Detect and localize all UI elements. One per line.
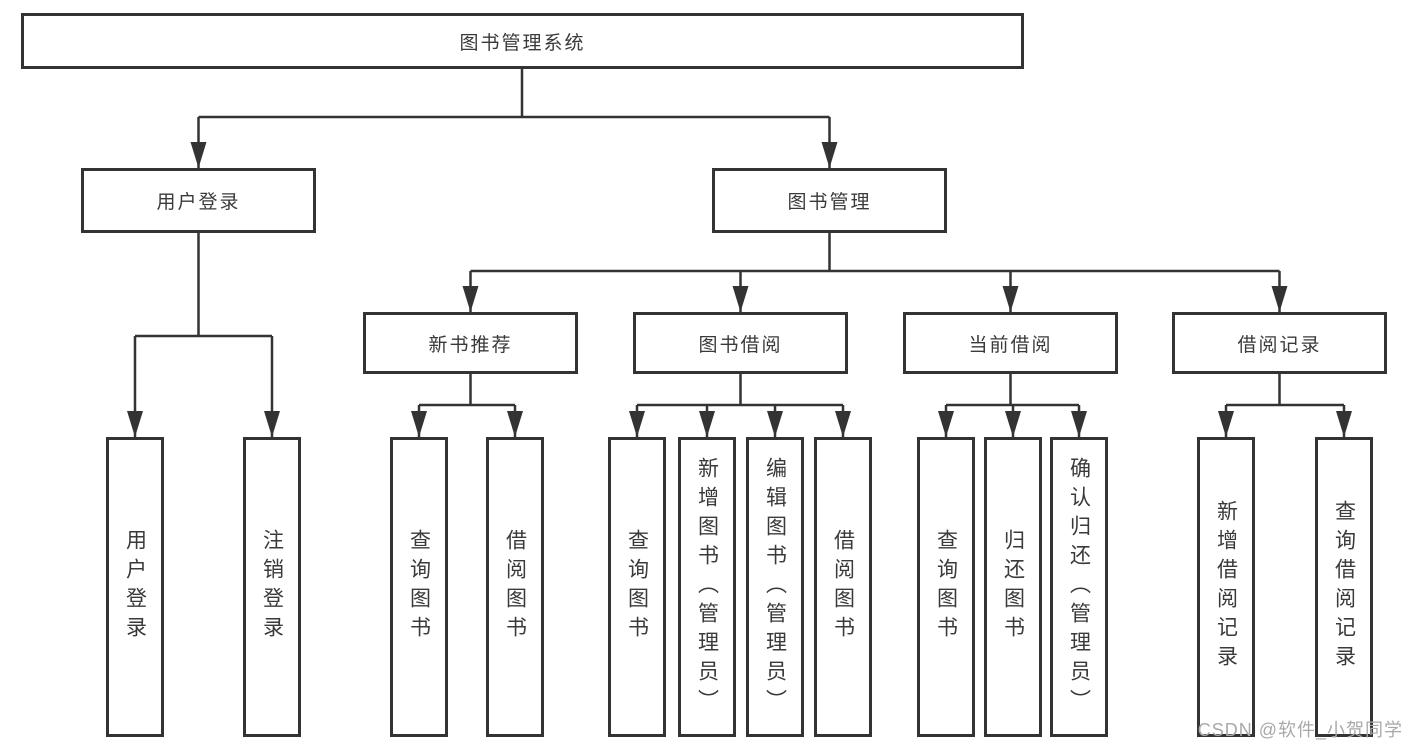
leaf-borrow-add-books-admin: 新增图书（管理员） <box>678 437 736 737</box>
leaf-records-query-borrow-record: 查询借阅记录 <box>1315 437 1373 737</box>
leaf-borrow-query-books: 查询图书 <box>608 437 666 737</box>
leaf-recommend-borrow-books: 借阅图书 <box>486 437 544 737</box>
csdn-watermark: CSDN @软件_小贺同学 <box>1197 720 1403 740</box>
node-library-management-system: 图书管理系统 <box>21 13 1024 69</box>
leaf-records-add-borrow-record: 新增借阅记录 <box>1197 437 1255 737</box>
node-new-book-recommend: 新书推荐 <box>363 312 578 374</box>
leaf-current-return-books: 归还图书 <box>984 437 1042 737</box>
leaf-current-confirm-return-admin: 确认归还（管理员） <box>1050 437 1108 737</box>
node-book-management: 图书管理 <box>712 168 947 233</box>
node-book-borrowing: 图书借阅 <box>633 312 848 374</box>
leaf-current-query-books: 查询图书 <box>917 437 975 737</box>
leaf-borrow-edit-books-admin: 编辑图书（管理员） <box>746 437 804 737</box>
node-current-borrowing: 当前借阅 <box>903 312 1118 374</box>
node-user-login: 用户登录 <box>81 168 316 233</box>
leaf-recommend-query-books: 查询图书 <box>390 437 448 737</box>
leaf-user-login: 用户登录 <box>106 437 164 737</box>
leaf-logout: 注销登录 <box>243 437 301 737</box>
leaf-borrow-borrow-books: 借阅图书 <box>814 437 872 737</box>
node-borrowing-records: 借阅记录 <box>1172 312 1387 374</box>
